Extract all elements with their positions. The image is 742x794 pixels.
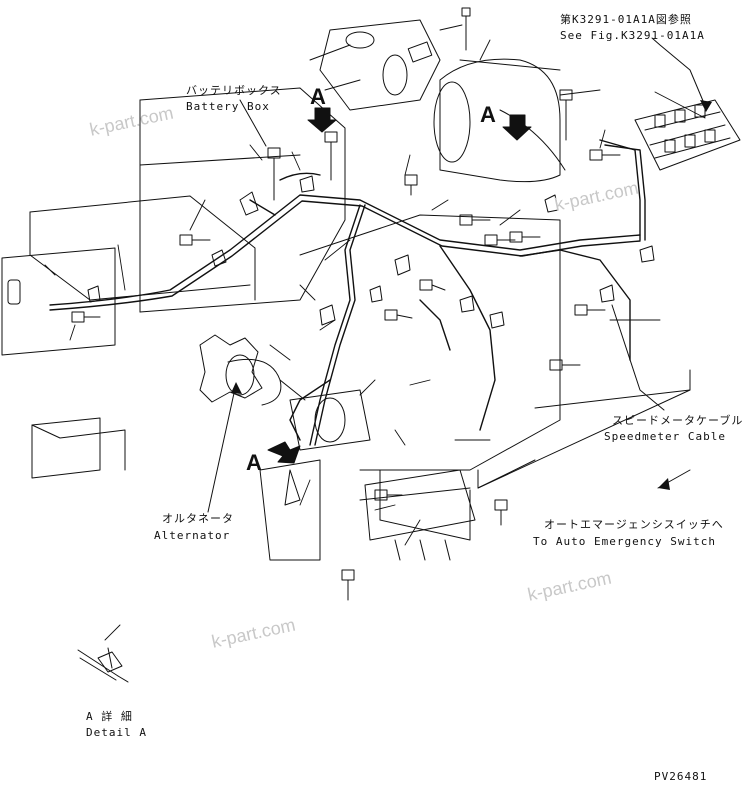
leader-lines: [44, 24, 706, 641]
detail-a-caption-ja: A 詳 細: [86, 710, 133, 723]
alternator-drawing: [199, 334, 306, 406]
view-marker-a-lower: A: [246, 450, 262, 475]
lower-components: [259, 389, 476, 561]
detail-a-drawing: [77, 647, 129, 683]
main-harness: [49, 139, 646, 446]
fig-reference-ja: 第K3291-01A1A図参照: [560, 13, 692, 26]
speedmeter-cable-label-en: Speedmeter Cable: [604, 430, 726, 443]
alternator-label-en: Alternator: [154, 529, 231, 542]
starter-parts: [309, 19, 441, 111]
part-number: PV26481: [654, 770, 708, 783]
view-arrows: [267, 107, 532, 464]
battery-box-label-en: Battery Box: [186, 100, 270, 113]
emergency-switch-label-en: To Auto Emergency Switch: [533, 535, 716, 548]
bolts: [71, 7, 621, 601]
battery-box-outline: [29, 87, 346, 313]
connector-block: [634, 99, 741, 171]
fig-reference-en: See Fig.K3291-01A1A: [560, 29, 705, 42]
battery-box-label-ja: バッテリボックス: [186, 84, 282, 97]
engine-block-outline: [299, 58, 691, 541]
emergency-switch-label-ja: オートエマージェンシスイッチへ: [544, 518, 724, 531]
view-marker-a-top: A: [310, 84, 326, 109]
alternator-label-ja: オルタネータ: [162, 512, 234, 525]
left-frame-outline: [1, 247, 126, 479]
callout-arrowheads: [231, 100, 712, 490]
detail-a-caption-en: Detail A: [86, 726, 147, 739]
view-marker-a-right: A: [480, 102, 496, 127]
speedmeter-cable-label-ja: スピードメータケーブル: [612, 414, 742, 427]
